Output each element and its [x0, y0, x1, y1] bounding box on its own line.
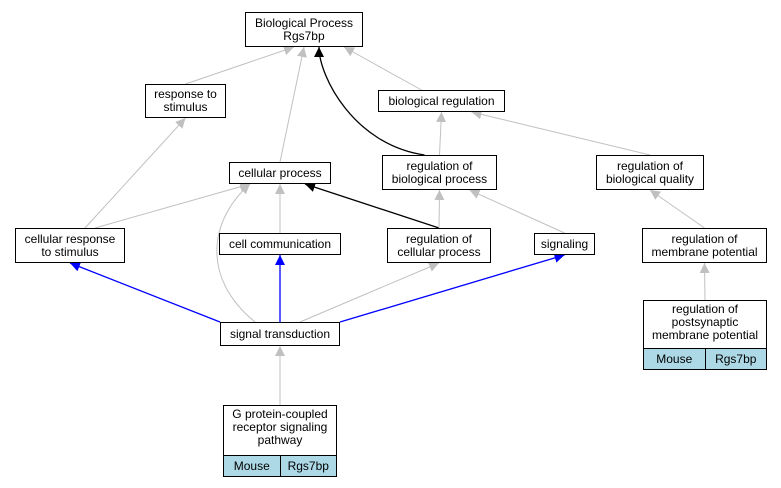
node-signal-transduction: signal transduction: [220, 322, 340, 346]
node-label-line: biological process: [391, 171, 488, 186]
annotation-species: Mouse: [224, 456, 280, 476]
edge-st-to-cp: [216, 183, 256, 323]
edge-rmp-to-rbq: [649, 189, 705, 229]
edge-rbq-to-br: [471, 109, 651, 156]
edge-rcp-to-rbp: [434, 189, 445, 229]
node-label-line: cellular process: [238, 165, 322, 180]
node-label: signal transduction: [229, 326, 331, 341]
node-label-line: membrane potential: [651, 244, 758, 259]
edge-st-to-rcp: [299, 262, 440, 323]
node-biological-regulation: biological regulation: [378, 90, 505, 112]
node-label-line: Rgs7bp: [283, 28, 325, 43]
node-label-line: to stimulus: [41, 244, 99, 259]
node-label-line: regulation of: [406, 158, 473, 173]
edge-rts-to-bp: [185, 45, 295, 85]
node-cellular-process: cellular process: [229, 162, 331, 184]
node-label-line: response to: [154, 87, 217, 101]
annotation-gene: Rgs7bp: [279, 456, 336, 476]
node-label-line: postsynaptic: [671, 315, 739, 329]
node-label-line: pathway: [257, 433, 303, 447]
edge-crs-to-rts: [84, 117, 186, 229]
node-label-line: G protein-coupled: [232, 407, 328, 421]
node-label-line: regulation of: [405, 231, 473, 246]
node-label-line: cellular process: [397, 244, 481, 259]
edge-st-to-crs: [69, 262, 221, 323]
edge-rcp-to-cp: [304, 182, 440, 229]
node-label: cellular process: [238, 165, 322, 180]
node-label-line: biological regulation: [388, 93, 495, 108]
node-label-line: regulation of: [671, 231, 738, 246]
node-label-line: biological quality: [605, 171, 695, 186]
edge-st-to-sig: [339, 253, 565, 323]
node-label-line: signaling: [540, 236, 589, 251]
edge-crs-to-cp: [94, 181, 251, 229]
edge-rbp-to-br: [436, 111, 447, 156]
edge-br-to-bp: [343, 46, 422, 91]
node-label-line: regulation of: [671, 302, 739, 316]
edge-rbp-to-bp: [314, 46, 425, 156]
node-label: biological regulation: [388, 93, 495, 108]
node-label-line: Biological Process: [254, 15, 354, 30]
node-signaling: signaling: [534, 233, 595, 255]
annotation-gene: Rgs7bp: [704, 349, 766, 369]
node-label-line: signal transduction: [229, 326, 331, 341]
node-label-line: cellular response: [24, 231, 116, 246]
node-label: cell communication: [228, 236, 332, 251]
edge-cp-to-bp: [279, 46, 307, 163]
node-label-line: regulation of: [616, 158, 684, 173]
node-label-line: stimulus: [163, 100, 208, 114]
node-label-line: membrane potential: [651, 328, 759, 342]
node-cell-communication: cell communication: [219, 233, 341, 255]
annotation-species: Mouse: [644, 349, 705, 369]
node-label: signaling: [540, 236, 589, 251]
edge-sig-to-rbp: [469, 189, 565, 234]
node-label-line: cell communication: [228, 236, 332, 251]
edge-rpmp-to-rmp: [699, 262, 710, 301]
node-label-line: receptor signaling: [232, 420, 328, 434]
